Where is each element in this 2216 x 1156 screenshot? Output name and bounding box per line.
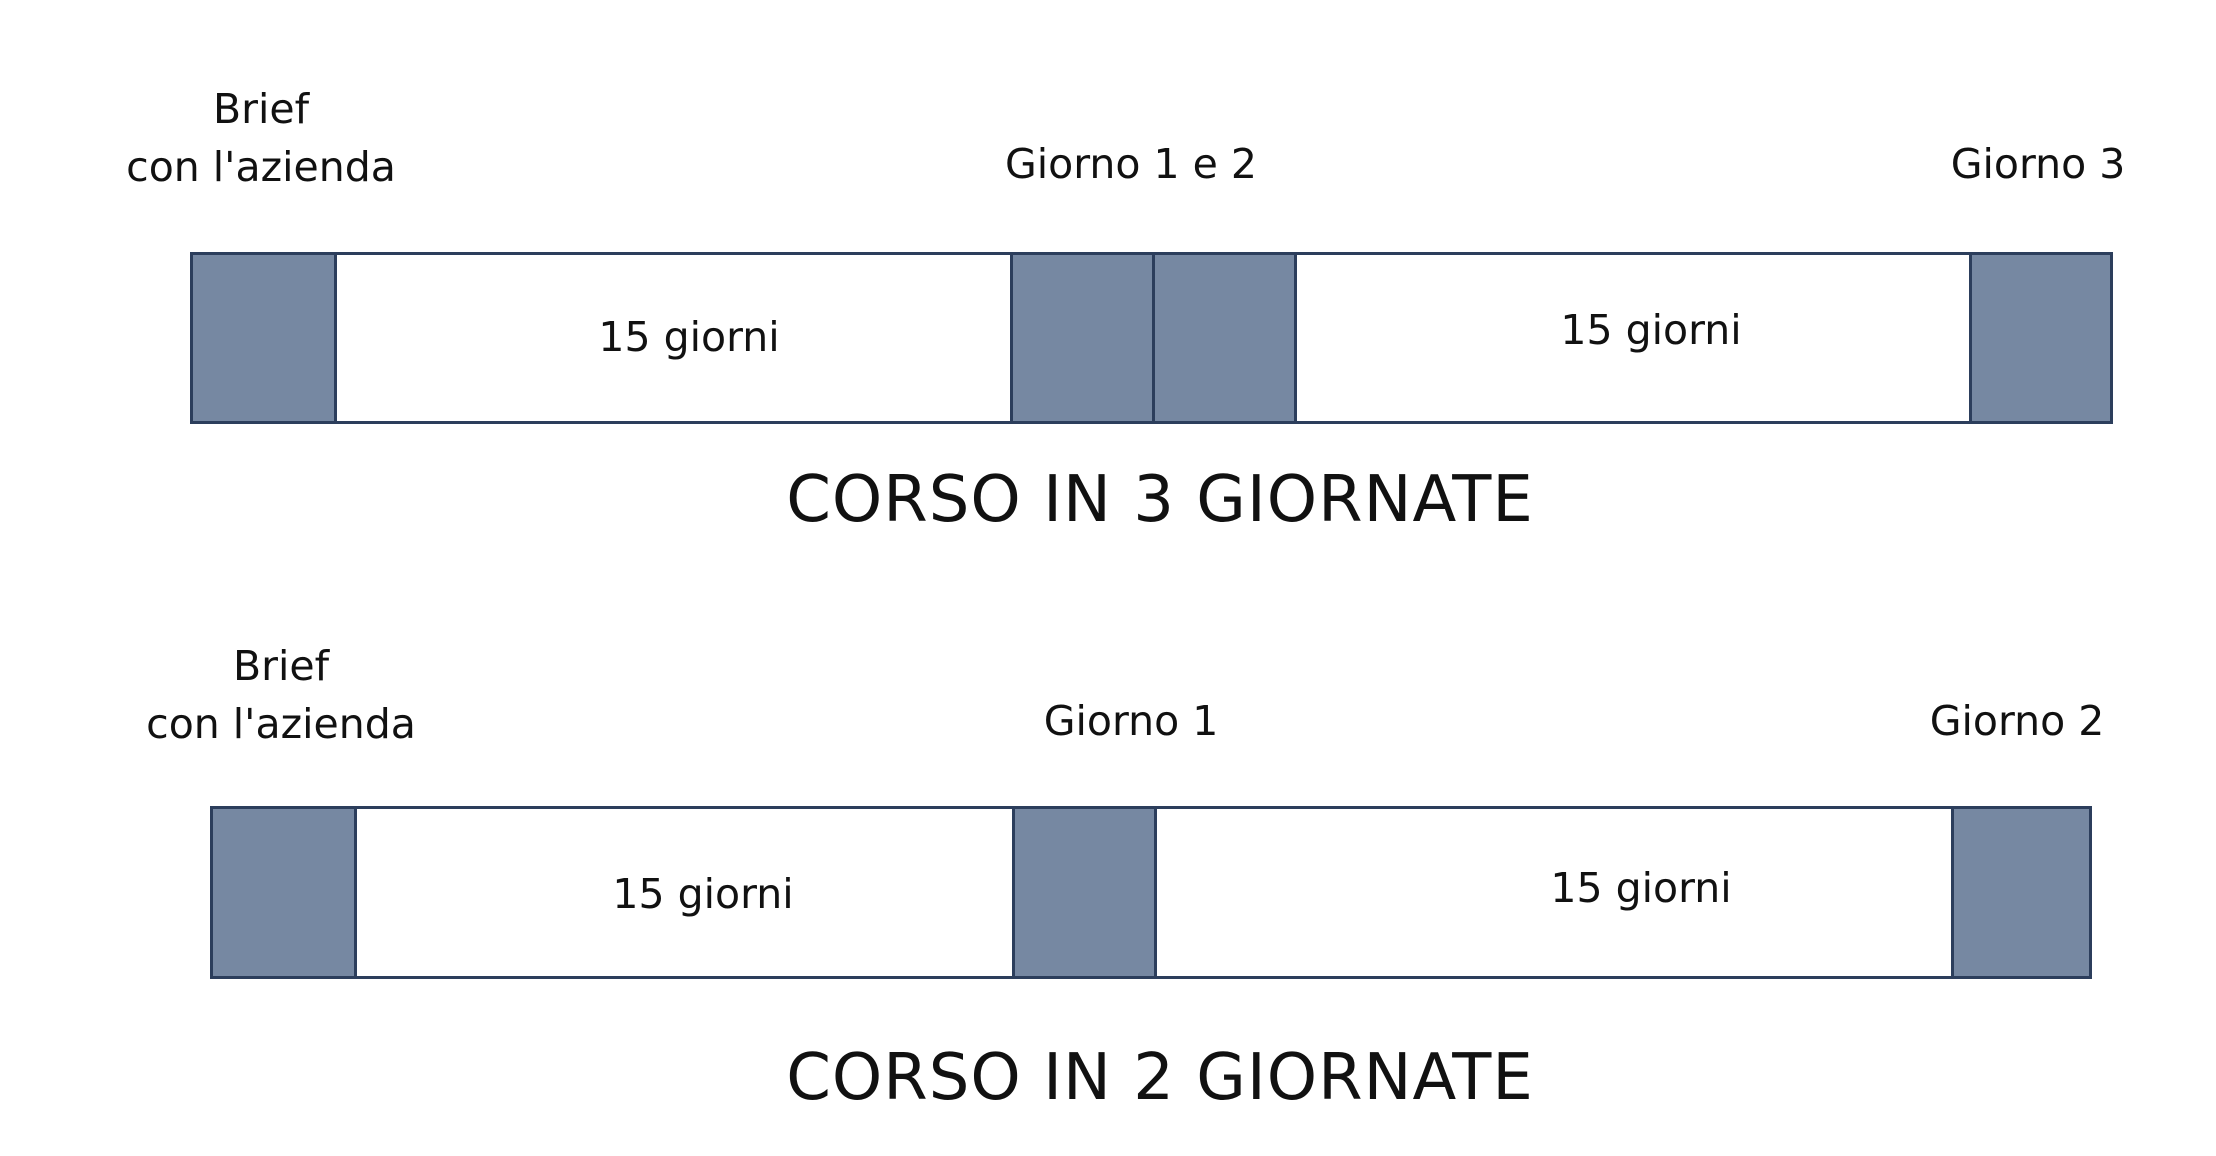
gap-2-label: 15 giorni bbox=[1550, 864, 1732, 912]
day-2-label: Giorno 2 bbox=[1929, 697, 2105, 745]
brief-block bbox=[193, 255, 337, 421]
brief-label-line2: con l'azienda bbox=[146, 700, 416, 748]
brief-label-line2: con l'azienda bbox=[126, 143, 396, 191]
day-3-block bbox=[1969, 255, 2110, 421]
day-2-block bbox=[1152, 255, 1297, 421]
brief-label: Brief con l'azienda bbox=[126, 80, 396, 196]
brief-block bbox=[213, 809, 357, 976]
day-1-label: Giorno 1 bbox=[1043, 697, 1219, 745]
gap-2-label: 15 giorni bbox=[1560, 306, 1742, 354]
brief-label-line1: Brief bbox=[212, 85, 310, 133]
day-2-block bbox=[1951, 809, 2089, 976]
day-1-block bbox=[1010, 255, 1155, 421]
timeline-bar bbox=[190, 252, 2113, 424]
diagram-title: CORSO IN 3 GIORNATE bbox=[786, 463, 1534, 537]
day-3-label: Giorno 3 bbox=[1950, 140, 2126, 188]
brief-label-line1: Brief bbox=[232, 642, 330, 690]
day-1-block bbox=[1012, 809, 1157, 976]
day-1-2-label: Giorno 1 e 2 bbox=[1005, 140, 1257, 188]
gap-1-label: 15 giorni bbox=[612, 870, 794, 918]
brief-label: Brief con l'azienda bbox=[146, 637, 416, 753]
gap-1-label: 15 giorni bbox=[598, 313, 780, 361]
diagram-title: CORSO IN 2 GIORNATE bbox=[786, 1041, 1534, 1115]
timeline-bar bbox=[210, 806, 2092, 979]
